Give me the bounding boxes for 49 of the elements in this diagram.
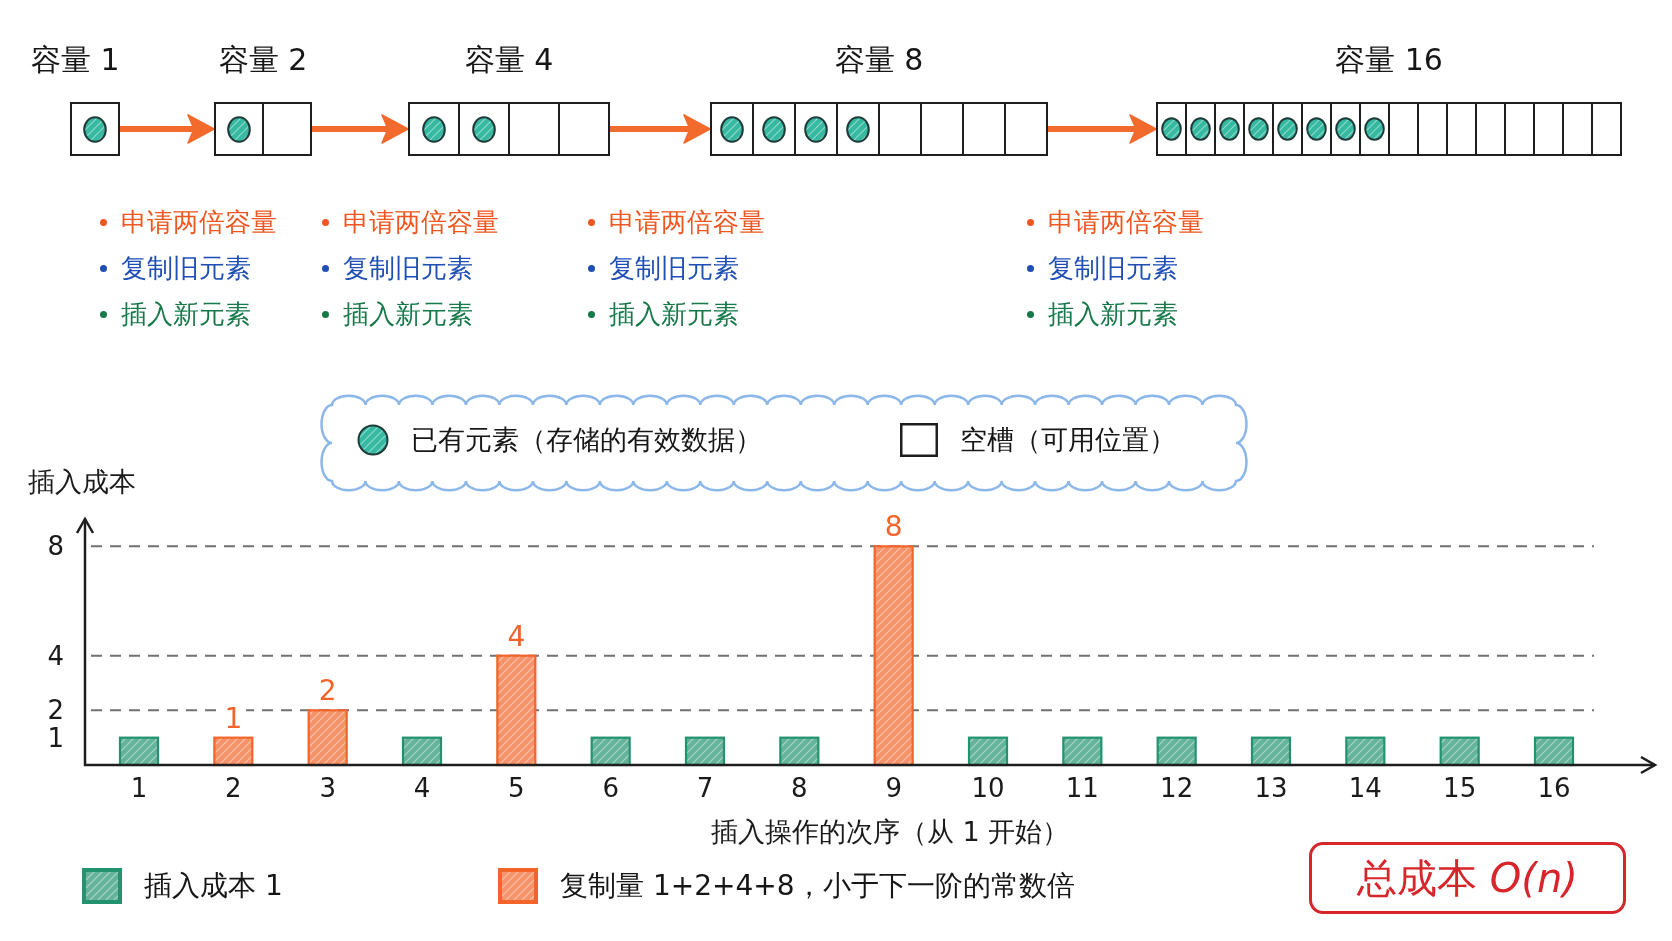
- step-text: 插入新元素: [609, 298, 739, 331]
- step-text: 复制旧元素: [609, 252, 739, 285]
- step-text: 申请两倍容量: [121, 206, 277, 239]
- tick-label: 15: [1443, 772, 1477, 804]
- tick-label: 12: [1160, 772, 1194, 804]
- step-text: 申请两倍容量: [343, 206, 499, 239]
- tick-label: 8: [791, 772, 808, 804]
- step-text: 复制旧元素: [343, 252, 473, 285]
- tick-label: 16: [1537, 772, 1571, 804]
- arrow: [610, 114, 711, 144]
- tick-label: 5: [508, 772, 525, 804]
- capacity-label: 容量 8: [834, 41, 924, 79]
- tick-label: 11: [1065, 772, 1099, 804]
- tick-label: 6: [602, 772, 619, 804]
- tick-label: 8: [47, 533, 64, 560]
- step-text: 插入新元素: [343, 298, 473, 331]
- tick-label: 1: [130, 772, 148, 804]
- capacity-label: 容量 16: [1335, 41, 1443, 79]
- tick-label: 1: [47, 724, 64, 751]
- step-text: 申请两倍容量: [609, 206, 765, 239]
- tick-label: 9: [885, 772, 902, 804]
- legend-text: 复制量 1+2+4+8，小于下一阶的常数倍: [560, 868, 1075, 904]
- step-text: 复制旧元素: [1048, 252, 1178, 285]
- tick-label: 14: [1348, 772, 1382, 804]
- step-text: 插入新元素: [121, 298, 251, 331]
- step-text: 插入新元素: [1048, 298, 1178, 331]
- capacity-label: 容量 1: [31, 41, 120, 79]
- tick-label: 2: [47, 697, 64, 724]
- summary-frame: [1309, 842, 1626, 914]
- arrow: [1048, 114, 1157, 144]
- arrow: [312, 114, 409, 144]
- tick-label: 4: [413, 772, 431, 804]
- legend-text: 插入成本 1: [144, 868, 283, 904]
- axis-title: 插入操作的次序（从 1 开始）: [710, 815, 1070, 849]
- tick-label: 7: [696, 772, 714, 804]
- arrow: [119, 114, 215, 144]
- tick-label: 2: [225, 772, 242, 804]
- tick-label: 10: [971, 772, 1005, 804]
- tick-label: 4: [47, 642, 64, 669]
- capacity-label: 容量 2: [218, 41, 308, 79]
- capacity-label: 容量 4: [464, 41, 554, 79]
- tick-label: 3: [319, 772, 336, 804]
- summary-text: 总成本 O(n): [1357, 854, 1578, 902]
- step-text: 复制旧元素: [121, 252, 251, 285]
- step-text: 申请两倍容量: [1048, 206, 1204, 239]
- legend-text: 空槽（可用位置）: [960, 423, 1176, 457]
- axis-title: 插入成本: [28, 465, 136, 499]
- legend-text: 已有元素（存储的有效数据）: [411, 423, 762, 457]
- tick-label: 13: [1254, 772, 1288, 804]
